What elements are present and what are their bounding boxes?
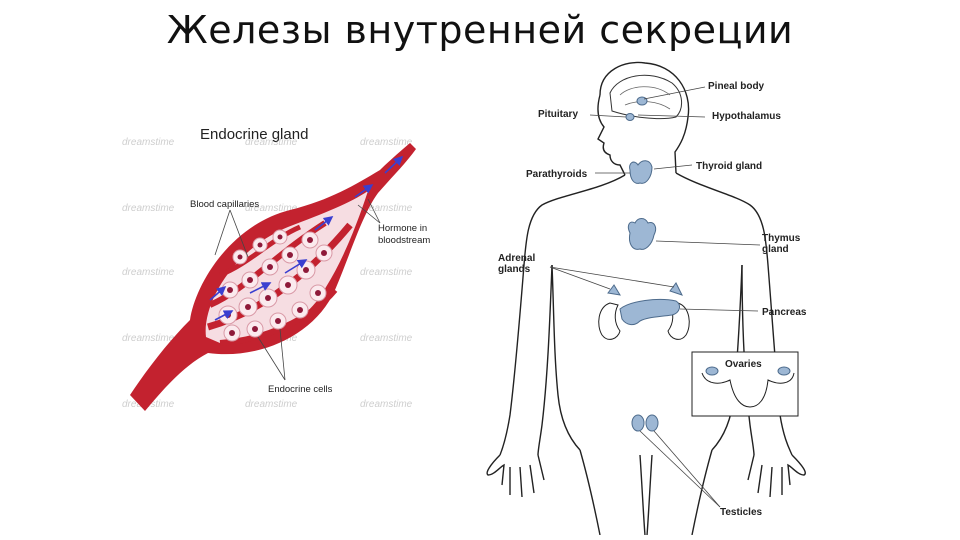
watermark-text: dreamstime: [360, 399, 413, 410]
label-hypothalamus: Hypothalamus: [712, 111, 781, 122]
watermark-text: dreamstime: [122, 333, 175, 344]
adrenal-right-organ: [669, 282, 683, 296]
label-thyroid-gland: Thyroid gland: [696, 161, 762, 172]
uterus-sketch: [701, 372, 795, 408]
pancreas-organ: [619, 298, 680, 326]
label-adrenal-line2: glands: [498, 264, 531, 275]
label-hormone-line2: bloodstream: [378, 235, 430, 246]
adrenal-left-organ: [607, 284, 621, 296]
label-leaders: [549, 86, 761, 508]
label-ovaries: Ovaries: [725, 359, 762, 370]
watermark-text: dreamstime: [122, 267, 175, 278]
watermark-text: dreamstime: [360, 137, 413, 148]
label-blood-capillaries: Blood capillaries: [190, 199, 259, 210]
thymus-organ: [627, 218, 657, 250]
pituitary-organ: [625, 113, 635, 121]
label-endocrine-cells: Endocrine cells: [268, 384, 333, 395]
gland-title: Endocrine gland: [200, 126, 308, 143]
body-outline: [486, 61, 806, 535]
watermark-text: dreamstime: [360, 203, 413, 214]
watermark-text: dreamstime: [122, 137, 175, 148]
ovaries-inset-box: [691, 351, 799, 417]
label-hormone-line1: Hormone in: [378, 223, 427, 234]
label-pineal-body: Pineal body: [708, 81, 765, 92]
label-thymus-line1: Thymus: [762, 233, 801, 244]
label-pancreas: Pancreas: [762, 307, 807, 318]
watermark-text: dreamstime: [245, 203, 298, 214]
label-parathyroids: Parathyroids: [526, 169, 588, 180]
slide-title: Железы внутренней секреции: [166, 8, 794, 52]
hormone-arrows: [209, 155, 404, 321]
thyroid-organ: [629, 160, 653, 184]
label-pituitary: Pituitary: [538, 109, 578, 120]
watermark-text: dreamstime: [245, 399, 298, 410]
human-endocrine-system-diagram: Pineal body Pituitary Hypothalamus Thyro…: [486, 61, 807, 535]
label-leaders: [214, 198, 381, 381]
capillary-band: [219, 288, 338, 346]
watermark-text: dreamstime: [122, 203, 175, 214]
label-adrenal-line1: Adrenal: [498, 253, 535, 264]
watermark-text: dreamstime: [245, 137, 298, 148]
label-testicles: Testicles: [720, 507, 762, 518]
testicle-left-organ: [631, 414, 645, 432]
watermark-text: dreamstime: [360, 333, 413, 344]
label-thymus-line2: gland: [762, 244, 789, 255]
watermark-text: dreamstime: [360, 267, 413, 278]
testicle-right-organ: [645, 414, 659, 432]
pineal-body-organ: [636, 96, 648, 106]
endocrine-gland-illustration: dreamstime dreamstime dreamstime dreamst…: [122, 126, 430, 411]
